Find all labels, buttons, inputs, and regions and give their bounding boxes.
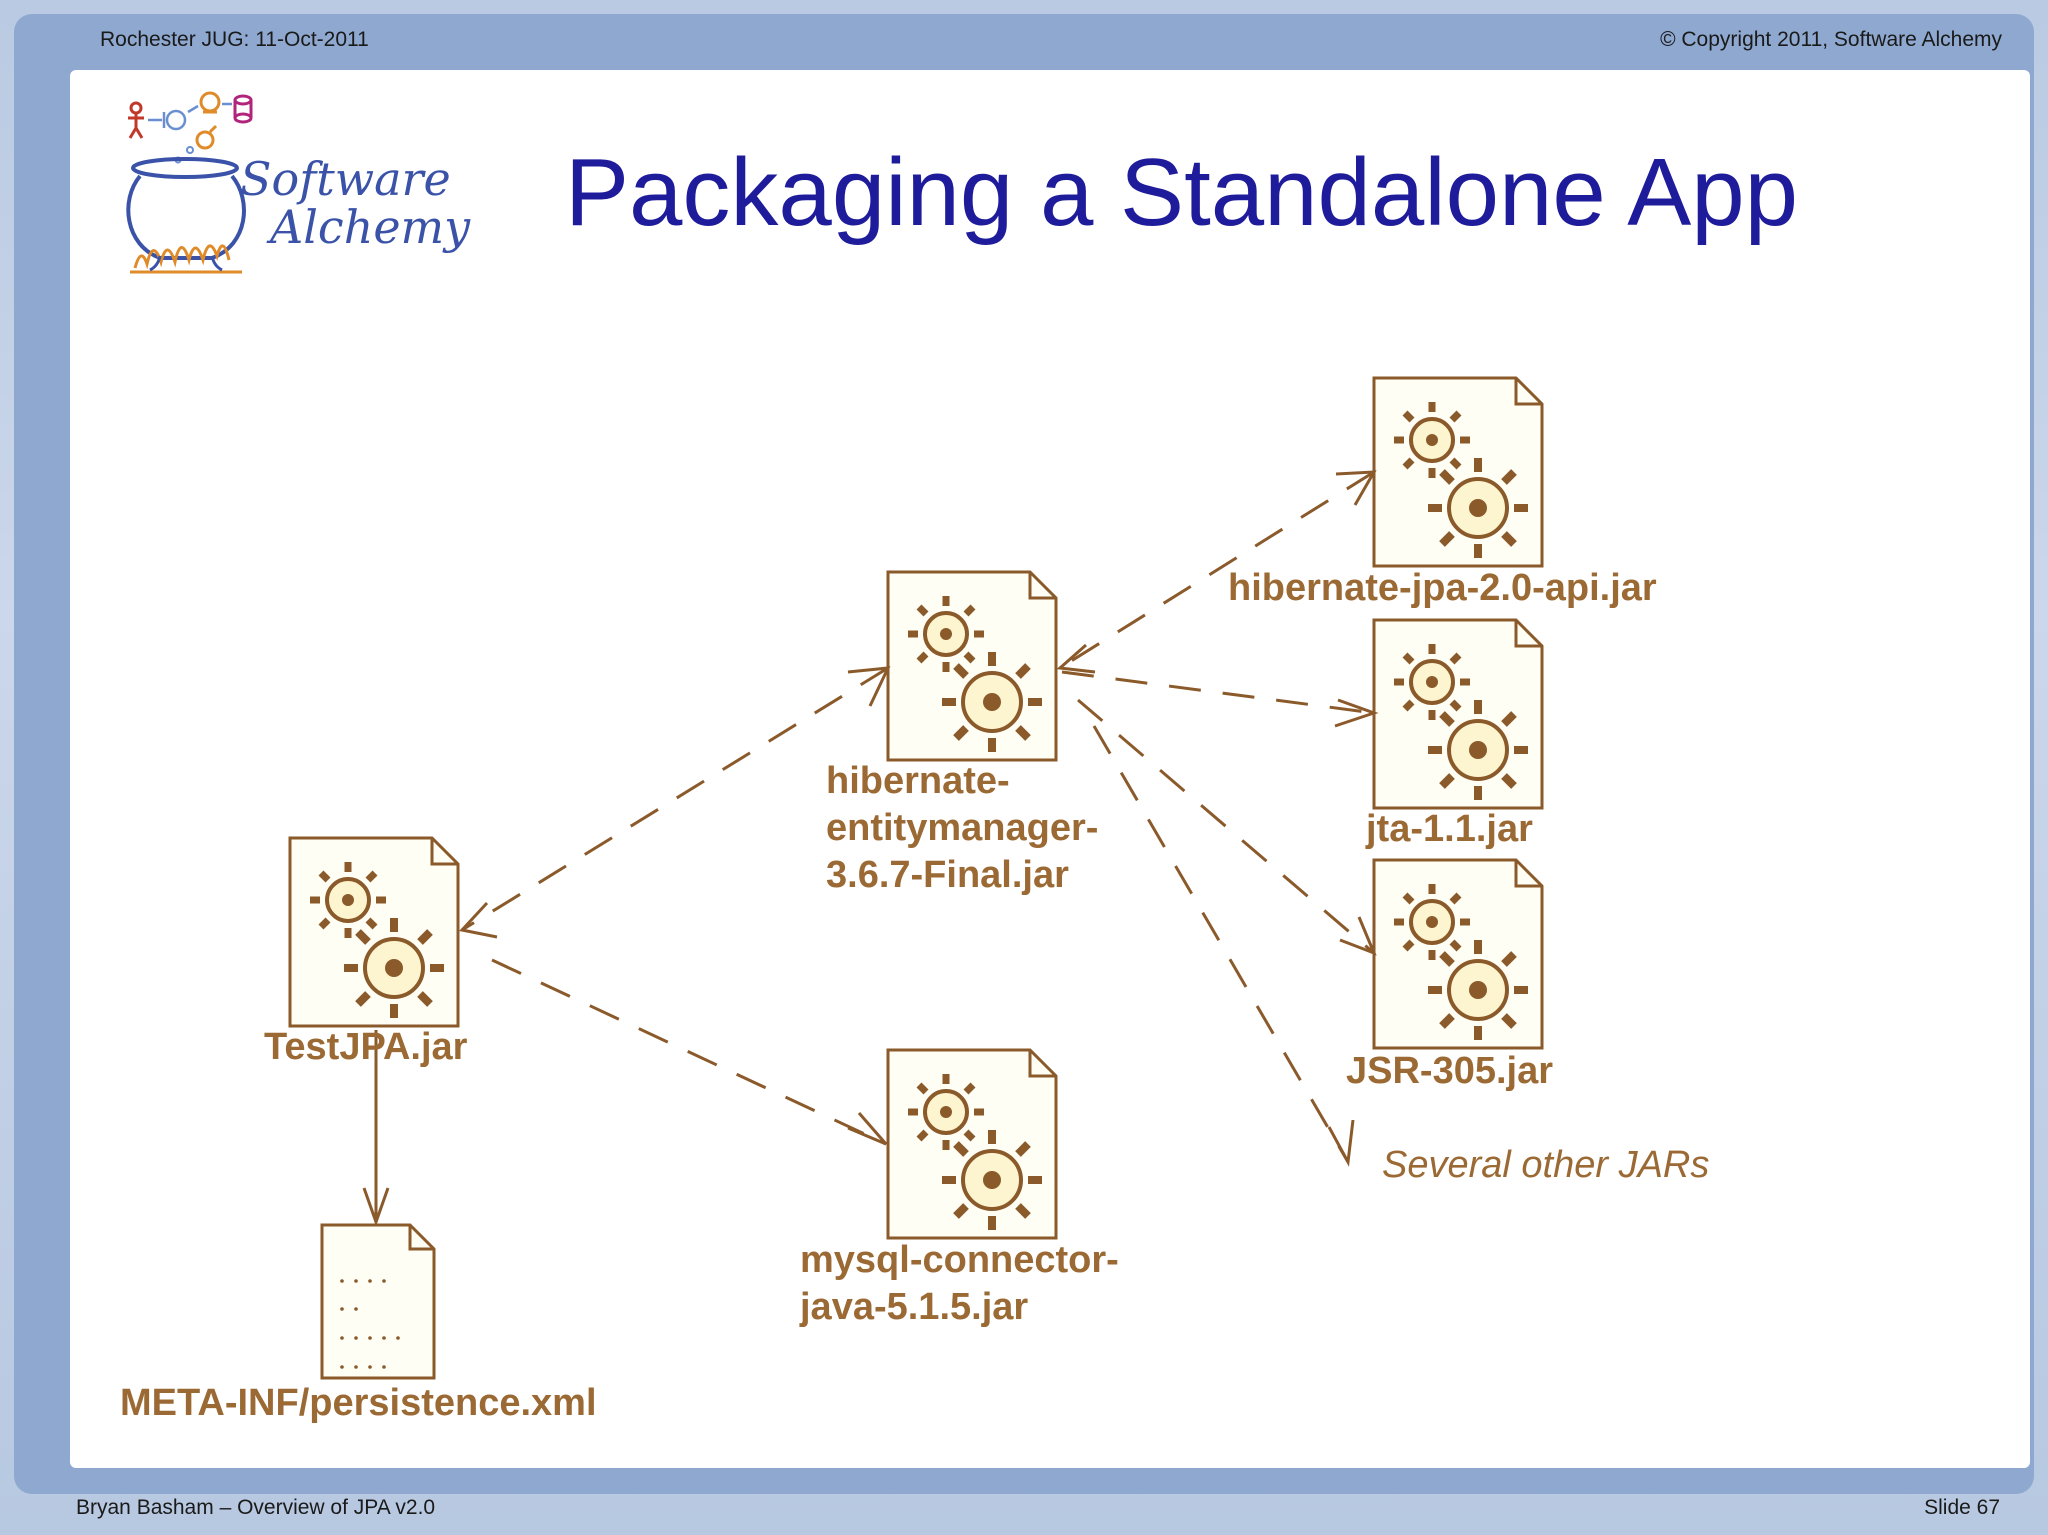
hibernate-entitymanager-jar-icon xyxy=(888,572,1056,760)
arrow-testjpa-to-hem xyxy=(847,666,891,707)
logo-text-line2: Alchemy xyxy=(270,200,471,254)
mysql-label-line1: mysql-connector- xyxy=(800,1239,1119,1281)
hem-label-line1: hibernate- xyxy=(826,760,1010,802)
header-left: Rochester JUG: 11-Oct-2011 xyxy=(100,28,369,51)
header-right: © Copyright 2011, Software Alchemy xyxy=(1660,28,2002,51)
page-title: Packaging a Standalone App xyxy=(565,139,1798,246)
testjpa-jar-icon xyxy=(290,838,458,1026)
logo-text-line1: Software xyxy=(240,152,451,206)
mysql-label-line2: java-5.1.5.jar xyxy=(800,1286,1029,1328)
jsr305-label: JSR-305.jar xyxy=(1346,1050,1554,1092)
testjpa-label: TestJPA.jar xyxy=(264,1026,468,1068)
arrow-hem-to-jsr305 xyxy=(1077,698,1377,956)
mysql-connector-jar-icon xyxy=(888,1050,1056,1238)
arrow-hem-to-others xyxy=(1092,725,1355,1167)
jta-label: jta-1.1.jar xyxy=(1366,808,1533,850)
hem-label-line3: 3.6.7-Final.jar xyxy=(826,854,1069,896)
hibernate-jpa-api-jar-icon xyxy=(1374,378,1542,566)
footer-left: Bryan Basham – Overview of JPA v2.0 xyxy=(76,1496,436,1519)
several-other-jars-label: Several other JARs xyxy=(1382,1144,1710,1186)
hem-label-line2: entitymanager- xyxy=(826,807,1099,849)
persistence-xml-label: META-INF/persistence.xml xyxy=(120,1382,597,1424)
jsr305-jar-icon xyxy=(1374,860,1542,1048)
arrow-hem-to-testjpa xyxy=(459,666,889,939)
arrow-hem-to-jta xyxy=(1061,670,1379,728)
arrow-testjpa-to-mysql xyxy=(491,958,888,1146)
arrow-testjpa-to-persistence xyxy=(362,1030,390,1227)
footer-right: Slide 67 xyxy=(1924,1496,2000,1519)
persistence-xml-document-icon xyxy=(320,1223,436,1380)
arrow-api-to-hem xyxy=(1056,470,1377,674)
jta-jar-icon xyxy=(1374,620,1542,808)
hibernate-jpa-api-label: hibernate-jpa-2.0-api.jar xyxy=(1228,567,1657,609)
